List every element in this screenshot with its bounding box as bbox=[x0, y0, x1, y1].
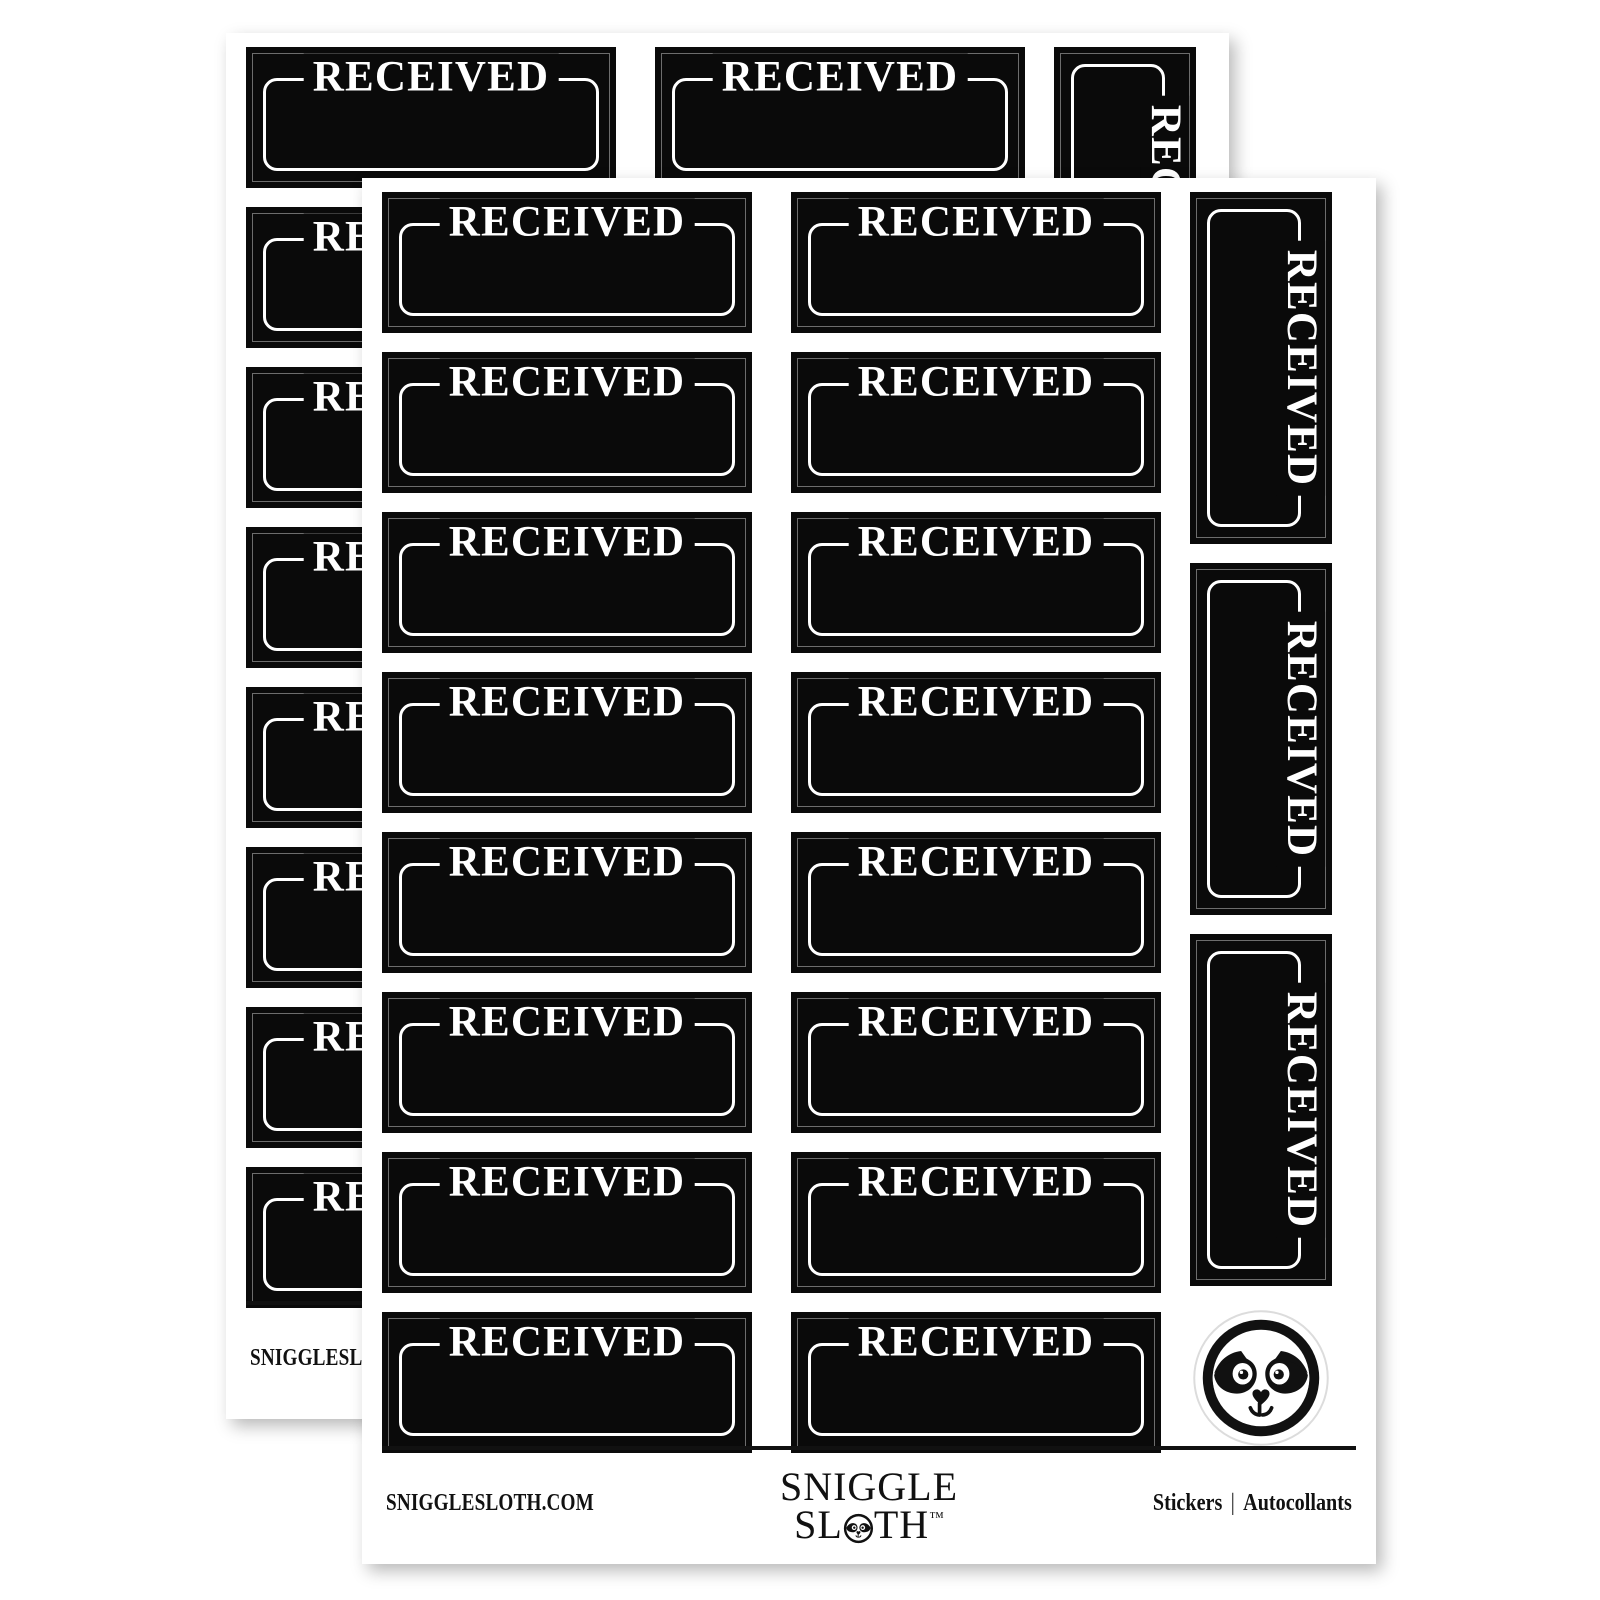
sticker-received: RECEIVED bbox=[791, 1152, 1161, 1293]
sticker-received-vertical: RECEIVED bbox=[1190, 192, 1332, 544]
sloth-face-icon bbox=[843, 1513, 874, 1544]
sticker-sheet-front: RECEIVED RECEIVED RECEIVED bbox=[362, 178, 1376, 1564]
sticker-received: RECEIVED bbox=[382, 672, 752, 813]
footer-divider bbox=[382, 1446, 1356, 1450]
sticker-label: RECEIVED bbox=[303, 53, 559, 103]
sticker-label: RECEIVED bbox=[439, 518, 695, 568]
footer-category-separator: | bbox=[1230, 1490, 1235, 1516]
sticker-received: RECEIVED bbox=[791, 672, 1161, 813]
sticker-received: RECEIVED bbox=[791, 512, 1161, 653]
sticker-label: RECEIVED bbox=[439, 358, 695, 408]
sticker-hairline bbox=[1196, 198, 1326, 538]
brand-line-2-before: SL bbox=[794, 1502, 843, 1548]
sticker-received-vertical: RECEIVED bbox=[1190, 563, 1332, 915]
sticker-label: RECEIVED bbox=[848, 838, 1104, 888]
sticker-label: RECEIVED bbox=[712, 53, 968, 103]
brand-logo: SNIGGLE SL TH™ bbox=[779, 1464, 959, 1545]
sticker-received: RECEIVED bbox=[382, 1312, 752, 1453]
footer-category-fr: Autocollants bbox=[1243, 1490, 1352, 1516]
sloth-logo-sticker bbox=[1190, 1307, 1332, 1449]
front-vertical-column: RECEIVED RECEIVED RECEIVED bbox=[1190, 192, 1332, 1305]
sticker-received: RECEIVED bbox=[791, 352, 1161, 493]
sticker-label: RECEIVED bbox=[848, 998, 1104, 1048]
sticker-label: RECEIVED bbox=[439, 198, 695, 248]
sticker-received: RECEIVED bbox=[791, 1312, 1161, 1453]
sticker-label: RECEIVED bbox=[1276, 240, 1326, 496]
brand-trademark: ™ bbox=[929, 1510, 944, 1527]
sticker-received: RECEIVED bbox=[382, 832, 752, 973]
sticker-received: RECEIVED bbox=[382, 192, 752, 333]
sticker-received: RECEIVED bbox=[382, 992, 752, 1133]
sticker-received: RECEIVED bbox=[791, 192, 1161, 333]
sloth-face-icon bbox=[1193, 1310, 1329, 1446]
brand-line-2: SL TH™ bbox=[780, 1505, 958, 1545]
sticker-received: RECEIVED bbox=[791, 832, 1161, 973]
brand-line-1: SNIGGLE bbox=[779, 1464, 959, 1509]
sticker-received: RECEIVED bbox=[382, 512, 752, 653]
front-left-column: RECEIVED RECEIVED RECEIVED bbox=[382, 192, 752, 1472]
sticker-label: RECEIVED bbox=[439, 838, 695, 888]
front-right-column: RECEIVED RECEIVED RECEIVED bbox=[791, 192, 1161, 1472]
sticker-label: RECEIVED bbox=[848, 1318, 1104, 1368]
brand-line-2-after: TH bbox=[873, 1502, 930, 1548]
sticker-label: RECEIVED bbox=[439, 1318, 695, 1368]
footer-website: SNIGGLESLOTH.COM bbox=[386, 1490, 594, 1516]
sticker-received: RECEIVED bbox=[382, 1152, 752, 1293]
sticker-received: RECEIVED bbox=[655, 47, 1025, 188]
sticker-received: RECEIVED bbox=[791, 992, 1161, 1133]
sticker-label: RECEIVED bbox=[439, 1158, 695, 1208]
sticker-label: RECEIVED bbox=[848, 358, 1104, 408]
sticker-hairline bbox=[1196, 569, 1326, 909]
sticker-label: RECEIVED bbox=[848, 678, 1104, 728]
footer-category: Stickers | Autocollants bbox=[1153, 1490, 1352, 1517]
sticker-label: RECEIVED bbox=[848, 1158, 1104, 1208]
sticker-hairline bbox=[1196, 940, 1326, 1280]
sticker-received: RECEIVED bbox=[382, 352, 752, 493]
sticker-label: RECEIVED bbox=[848, 198, 1104, 248]
front-sheet-footer: SNIGGLESLOTH.COM SNIGGLE SL TH™ Stickers |… bbox=[382, 1446, 1356, 1545]
sticker-received: RECEIVED bbox=[246, 47, 616, 188]
sticker-label: RECEIVED bbox=[439, 678, 695, 728]
sticker-received-vertical: RECEIVED bbox=[1190, 934, 1332, 1286]
sticker-label: RECEIVED bbox=[1276, 611, 1326, 867]
footer-category-en: Stickers bbox=[1153, 1490, 1223, 1516]
sticker-label: RECEIVED bbox=[1276, 982, 1326, 1238]
sticker-label: RECEIVED bbox=[848, 518, 1104, 568]
sticker-label: RECEIVED bbox=[439, 998, 695, 1048]
